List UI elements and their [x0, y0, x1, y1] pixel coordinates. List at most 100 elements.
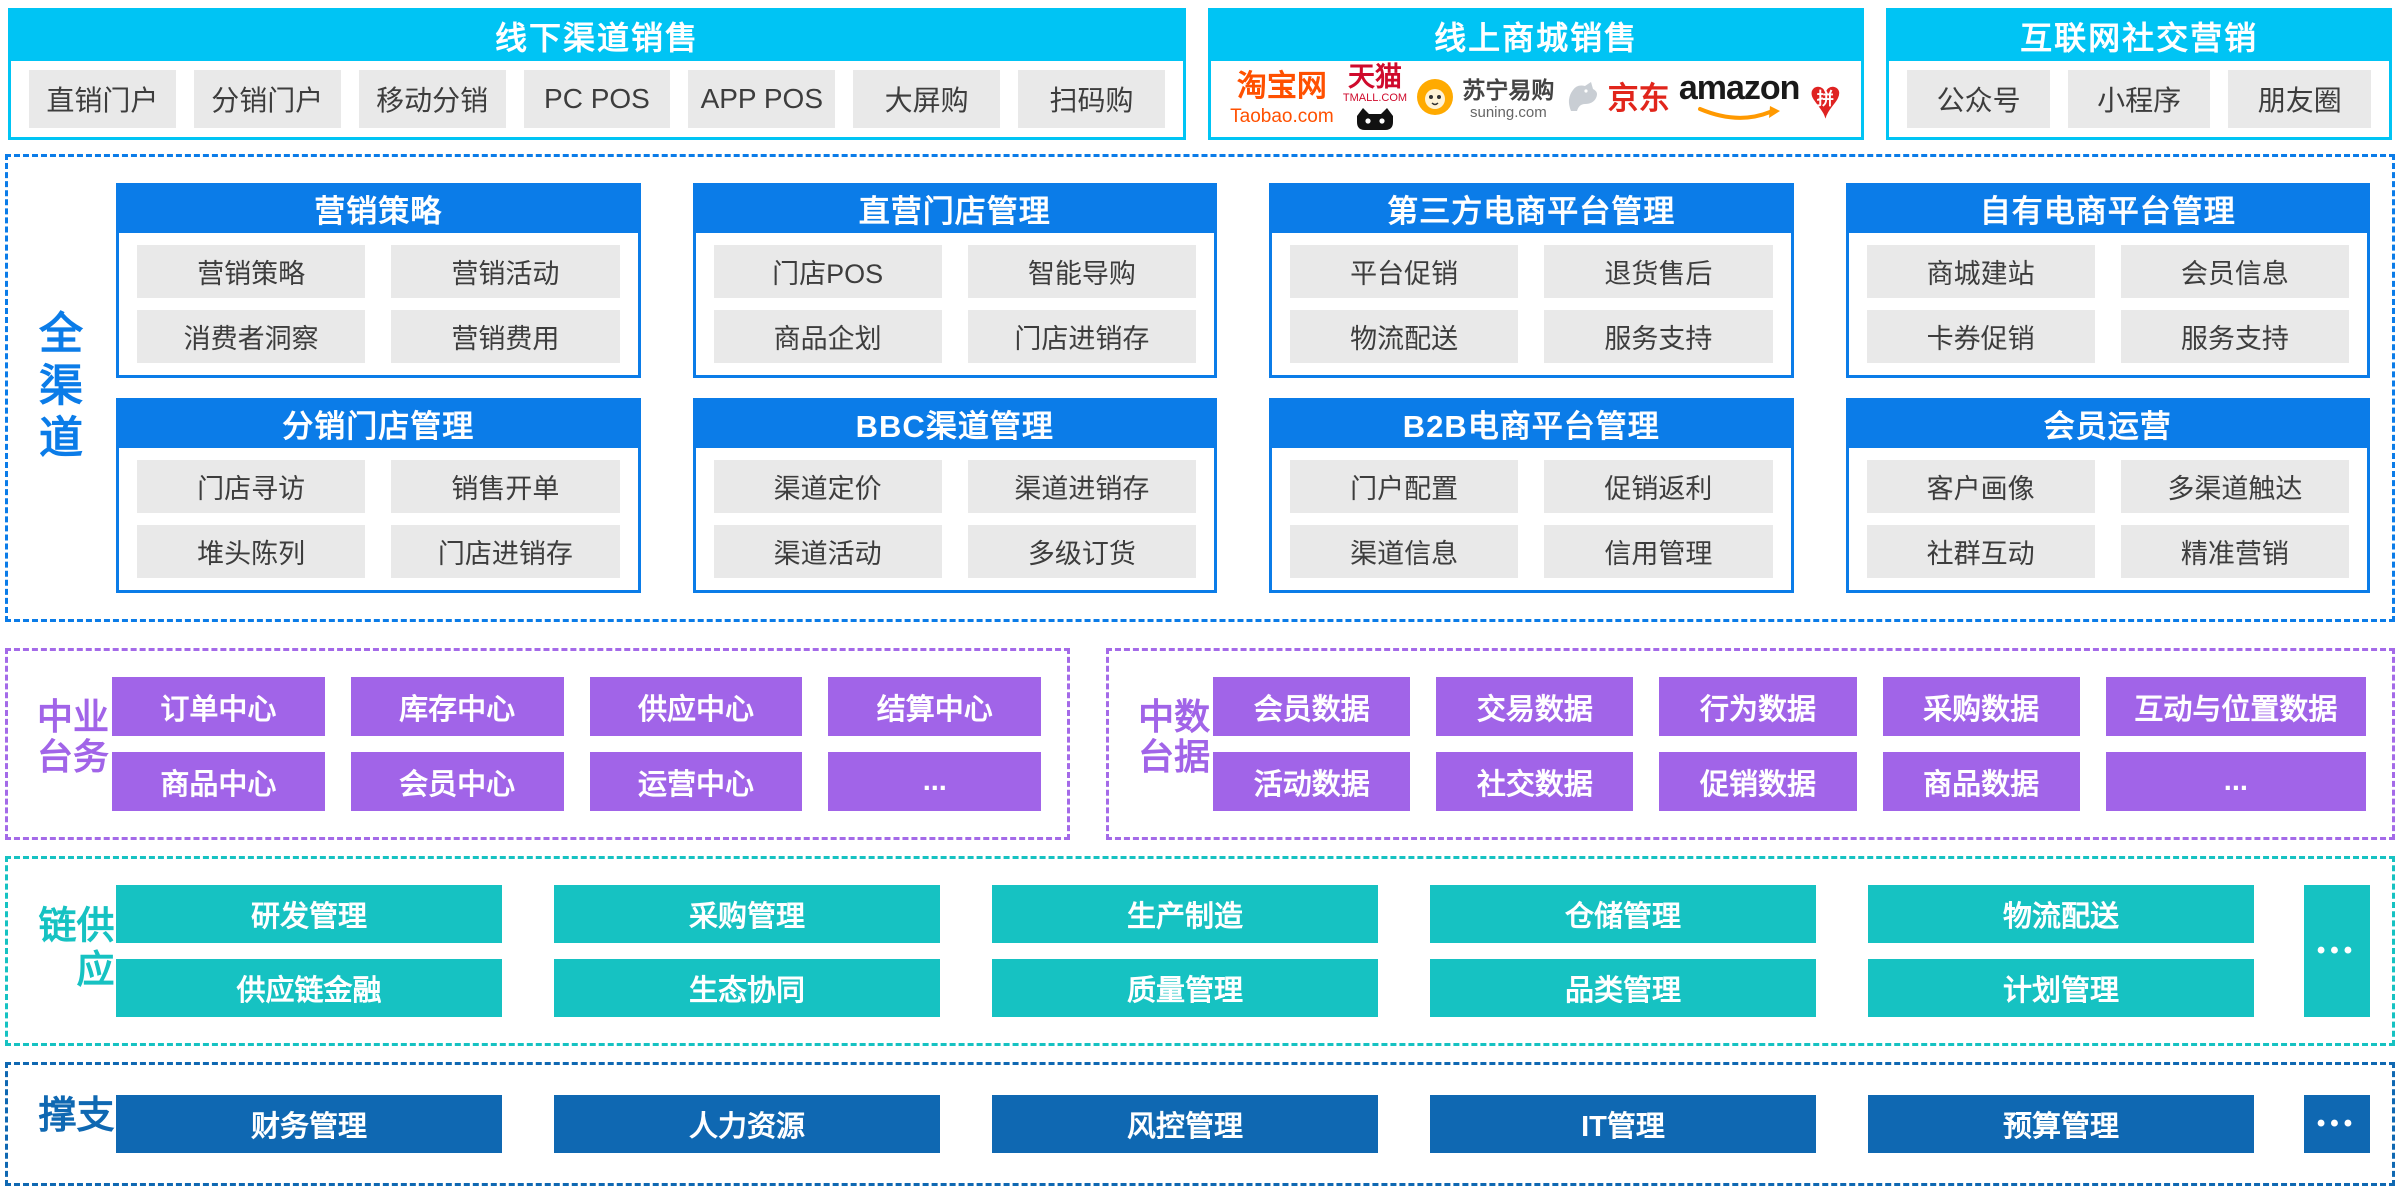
online-mall-section: 线上商城销售 淘宝网 Taobao.com 天猫 TMALL.COM [1207, 8, 1865, 140]
capability-item: 营销费用 [391, 310, 620, 363]
jd-wordmark: 京东 [1607, 80, 1670, 116]
capability-item: 多渠道触达 [2120, 460, 2349, 513]
block-items: 门户配置 促销返利 渠道信息 信用管理 [1269, 448, 1794, 593]
capability-item: 门店进销存 [391, 525, 620, 578]
capability-item: 物流配送 [1290, 310, 1519, 363]
support-band: 支撑 财务管理 人力资源 风控管理 IT管理 预算管理 ••• [5, 1062, 2395, 1186]
support-more-indicator: ••• [2304, 1095, 2370, 1153]
offline-channel-item: 移动分销 [358, 70, 506, 128]
support-items: 财务管理 人力资源 风控管理 IT管理 预算管理 [116, 1095, 2254, 1153]
block-marketing-strategy: 营销策略 营销策略 营销活动 消费者洞察 营销费用 [116, 183, 641, 378]
offline-channel-item: 大屏购 [853, 70, 1001, 128]
capability-item: 卡券促销 [1866, 310, 2095, 363]
center-item: 结算中心 [828, 677, 1042, 736]
block-items: 商城建站 会员信息 卡券促销 服务支持 [1845, 233, 2370, 378]
social-marketing-title: 互联网社交营销 [1889, 11, 2389, 61]
taobao-wordmark: 淘宝网 [1236, 70, 1327, 104]
supply-item: 质量管理 [992, 959, 1378, 1017]
online-mall-title: 线上商城销售 [1210, 11, 1862, 61]
supply-item: 品类管理 [1430, 959, 1816, 1017]
offline-channel-item: APP POS [688, 70, 836, 128]
sales-channels-band: 线下渠道销售 直销门户 分销门户 移动分销 PC POS APP POS 大屏购… [8, 8, 2392, 140]
capability-item: 营销活动 [391, 245, 620, 298]
capability-item: 销售开单 [391, 460, 620, 513]
supply-item: 物流配送 [1868, 885, 2254, 943]
center-item: 商品中心 [112, 752, 325, 811]
jd-logo: 京东 [1564, 81, 1670, 118]
capability-item: 会员信息 [2120, 245, 2349, 298]
supply-item: 供应链金融 [116, 959, 502, 1017]
supply-chain-items: 研发管理 采购管理 生产制造 仓储管理 物流配送 供应链金融 生态协同 质量管理… [116, 885, 2254, 1017]
amazon-wordmark: amazon [1678, 68, 1801, 107]
data-item-more: ... [2105, 752, 2366, 811]
supply-chain-band: 供应链 研发管理 采购管理 生产制造 仓储管理 物流配送 供应链金融 生态协同 … [5, 856, 2395, 1046]
support-item: 预算管理 [1868, 1095, 2254, 1153]
block-title: B2B电商平台管理 [1269, 398, 1794, 448]
taobao-domain: Taobao.com [1230, 105, 1334, 127]
social-channel-item: 公众号 [1907, 70, 2050, 128]
capability-item: 平台促销 [1290, 245, 1519, 298]
pinduoduo-character: 拼 [1816, 89, 1834, 109]
data-item: 互动与位置数据 [2105, 677, 2366, 736]
block-title: BBC渠道管理 [692, 398, 1217, 448]
capability-item: 社群互动 [1866, 525, 2095, 578]
support-item: 人力资源 [554, 1095, 940, 1153]
block-direct-store-management: 直营门店管理 门店POS 智能导购 商品企划 门店进销存 [692, 183, 1217, 378]
block-items: 平台促销 退货售后 物流配送 服务支持 [1269, 233, 1794, 378]
offline-channel-title: 线下渠道销售 [11, 11, 1183, 61]
suning-wordmark: 苏宁易购 [1462, 76, 1555, 103]
block-title: 会员运营 [1845, 398, 2370, 448]
offline-channel-items: 直销门户 分销门户 移动分销 PC POS APP POS 大屏购 扫码购 [11, 61, 1183, 137]
social-channel-item: 小程序 [2067, 70, 2211, 128]
center-item: 订单中心 [112, 677, 325, 736]
offline-channel-section: 线下渠道销售 直销门户 分销门户 移动分销 PC POS APP POS 大屏购… [8, 8, 1186, 140]
support-item: IT管理 [1430, 1095, 1816, 1153]
center-item: 运营中心 [589, 752, 803, 811]
block-title: 第三方电商平台管理 [1269, 183, 1794, 233]
center-item: 库存中心 [350, 677, 564, 736]
support-label: 支撑 [32, 1094, 112, 1141]
capability-item: 门店POS [713, 245, 942, 298]
capability-item: 门店寻访 [137, 460, 366, 513]
offline-channel-item: 扫码购 [1018, 70, 1165, 128]
block-title: 自有电商平台管理 [1845, 183, 2370, 233]
data-item: 活动数据 [1213, 752, 1411, 811]
capability-item: 促销返利 [1544, 460, 1773, 513]
omnichannel-band: 全渠道 营销策略 营销策略 营销活动 消费者洞察 营销费用 直营门店管理 门店P… [5, 154, 2395, 622]
block-title: 分销门店管理 [116, 398, 641, 448]
data-item: 促销数据 [1659, 752, 1857, 811]
capability-item: 门店进销存 [967, 310, 1196, 363]
online-mall-logos: 淘宝网 Taobao.com 天猫 TMALL.COM [1211, 61, 1861, 137]
capability-item: 堆头陈列 [137, 525, 366, 578]
block-title: 直营门店管理 [692, 183, 1217, 233]
supply-more-indicator: ••• [2304, 885, 2370, 1017]
capability-item: 智能导购 [967, 245, 1196, 298]
block-b2b-ecommerce: B2B电商平台管理 门户配置 促销返利 渠道信息 信用管理 [1269, 398, 1794, 593]
block-items: 营销策略 营销活动 消费者洞察 营销费用 [116, 233, 641, 378]
support-item: 风控管理 [992, 1095, 1378, 1153]
capability-item: 服务支持 [2120, 310, 2349, 363]
suning-text: 苏宁易购 suning.com [1462, 76, 1555, 121]
social-marketing-section: 互联网社交营销 公众号 小程序 朋友圈 [1886, 8, 2392, 140]
omnichannel-architecture-diagram: 线下渠道销售 直销门户 分销门户 移动分销 PC POS APP POS 大屏购… [0, 8, 2400, 1192]
capability-item: 营销策略 [137, 245, 366, 298]
jd-dog-icon [1564, 81, 1600, 118]
supply-item: 仓储管理 [1430, 885, 1816, 943]
capability-item: 多级订货 [967, 525, 1196, 578]
supply-item: 生产制造 [992, 885, 1378, 943]
block-title: 营销策略 [116, 183, 641, 233]
taobao-logo: 淘宝网 Taobao.com [1230, 71, 1334, 126]
middle-platform-band: 业务中台 订单中心 库存中心 供应中心 结算中心 商品中心 会员中心 运营中心 … [5, 648, 2395, 840]
suning-domain: suning.com [1470, 103, 1547, 121]
data-item: 商品数据 [1882, 752, 2080, 811]
capability-item: 退货售后 [1544, 245, 1773, 298]
block-bbc-channel-management: BBC渠道管理 渠道定价 渠道进销存 渠道活动 多级订货 [692, 398, 1217, 593]
data-item: 交易数据 [1436, 677, 1634, 736]
tmall-logo: 天猫 TMALL.COM [1343, 62, 1407, 136]
data-item: 采购数据 [1882, 677, 2080, 736]
social-channel-item: 朋友圈 [2228, 70, 2371, 128]
pinduoduo-logo: ♥ 拼 [1809, 71, 1842, 127]
data-assets: 会员数据 交易数据 行为数据 采购数据 互动与位置数据 活动数据 社交数据 促销… [1213, 677, 2366, 811]
amazon-smile-icon [1696, 106, 1782, 127]
capability-item: 渠道进销存 [967, 460, 1196, 513]
